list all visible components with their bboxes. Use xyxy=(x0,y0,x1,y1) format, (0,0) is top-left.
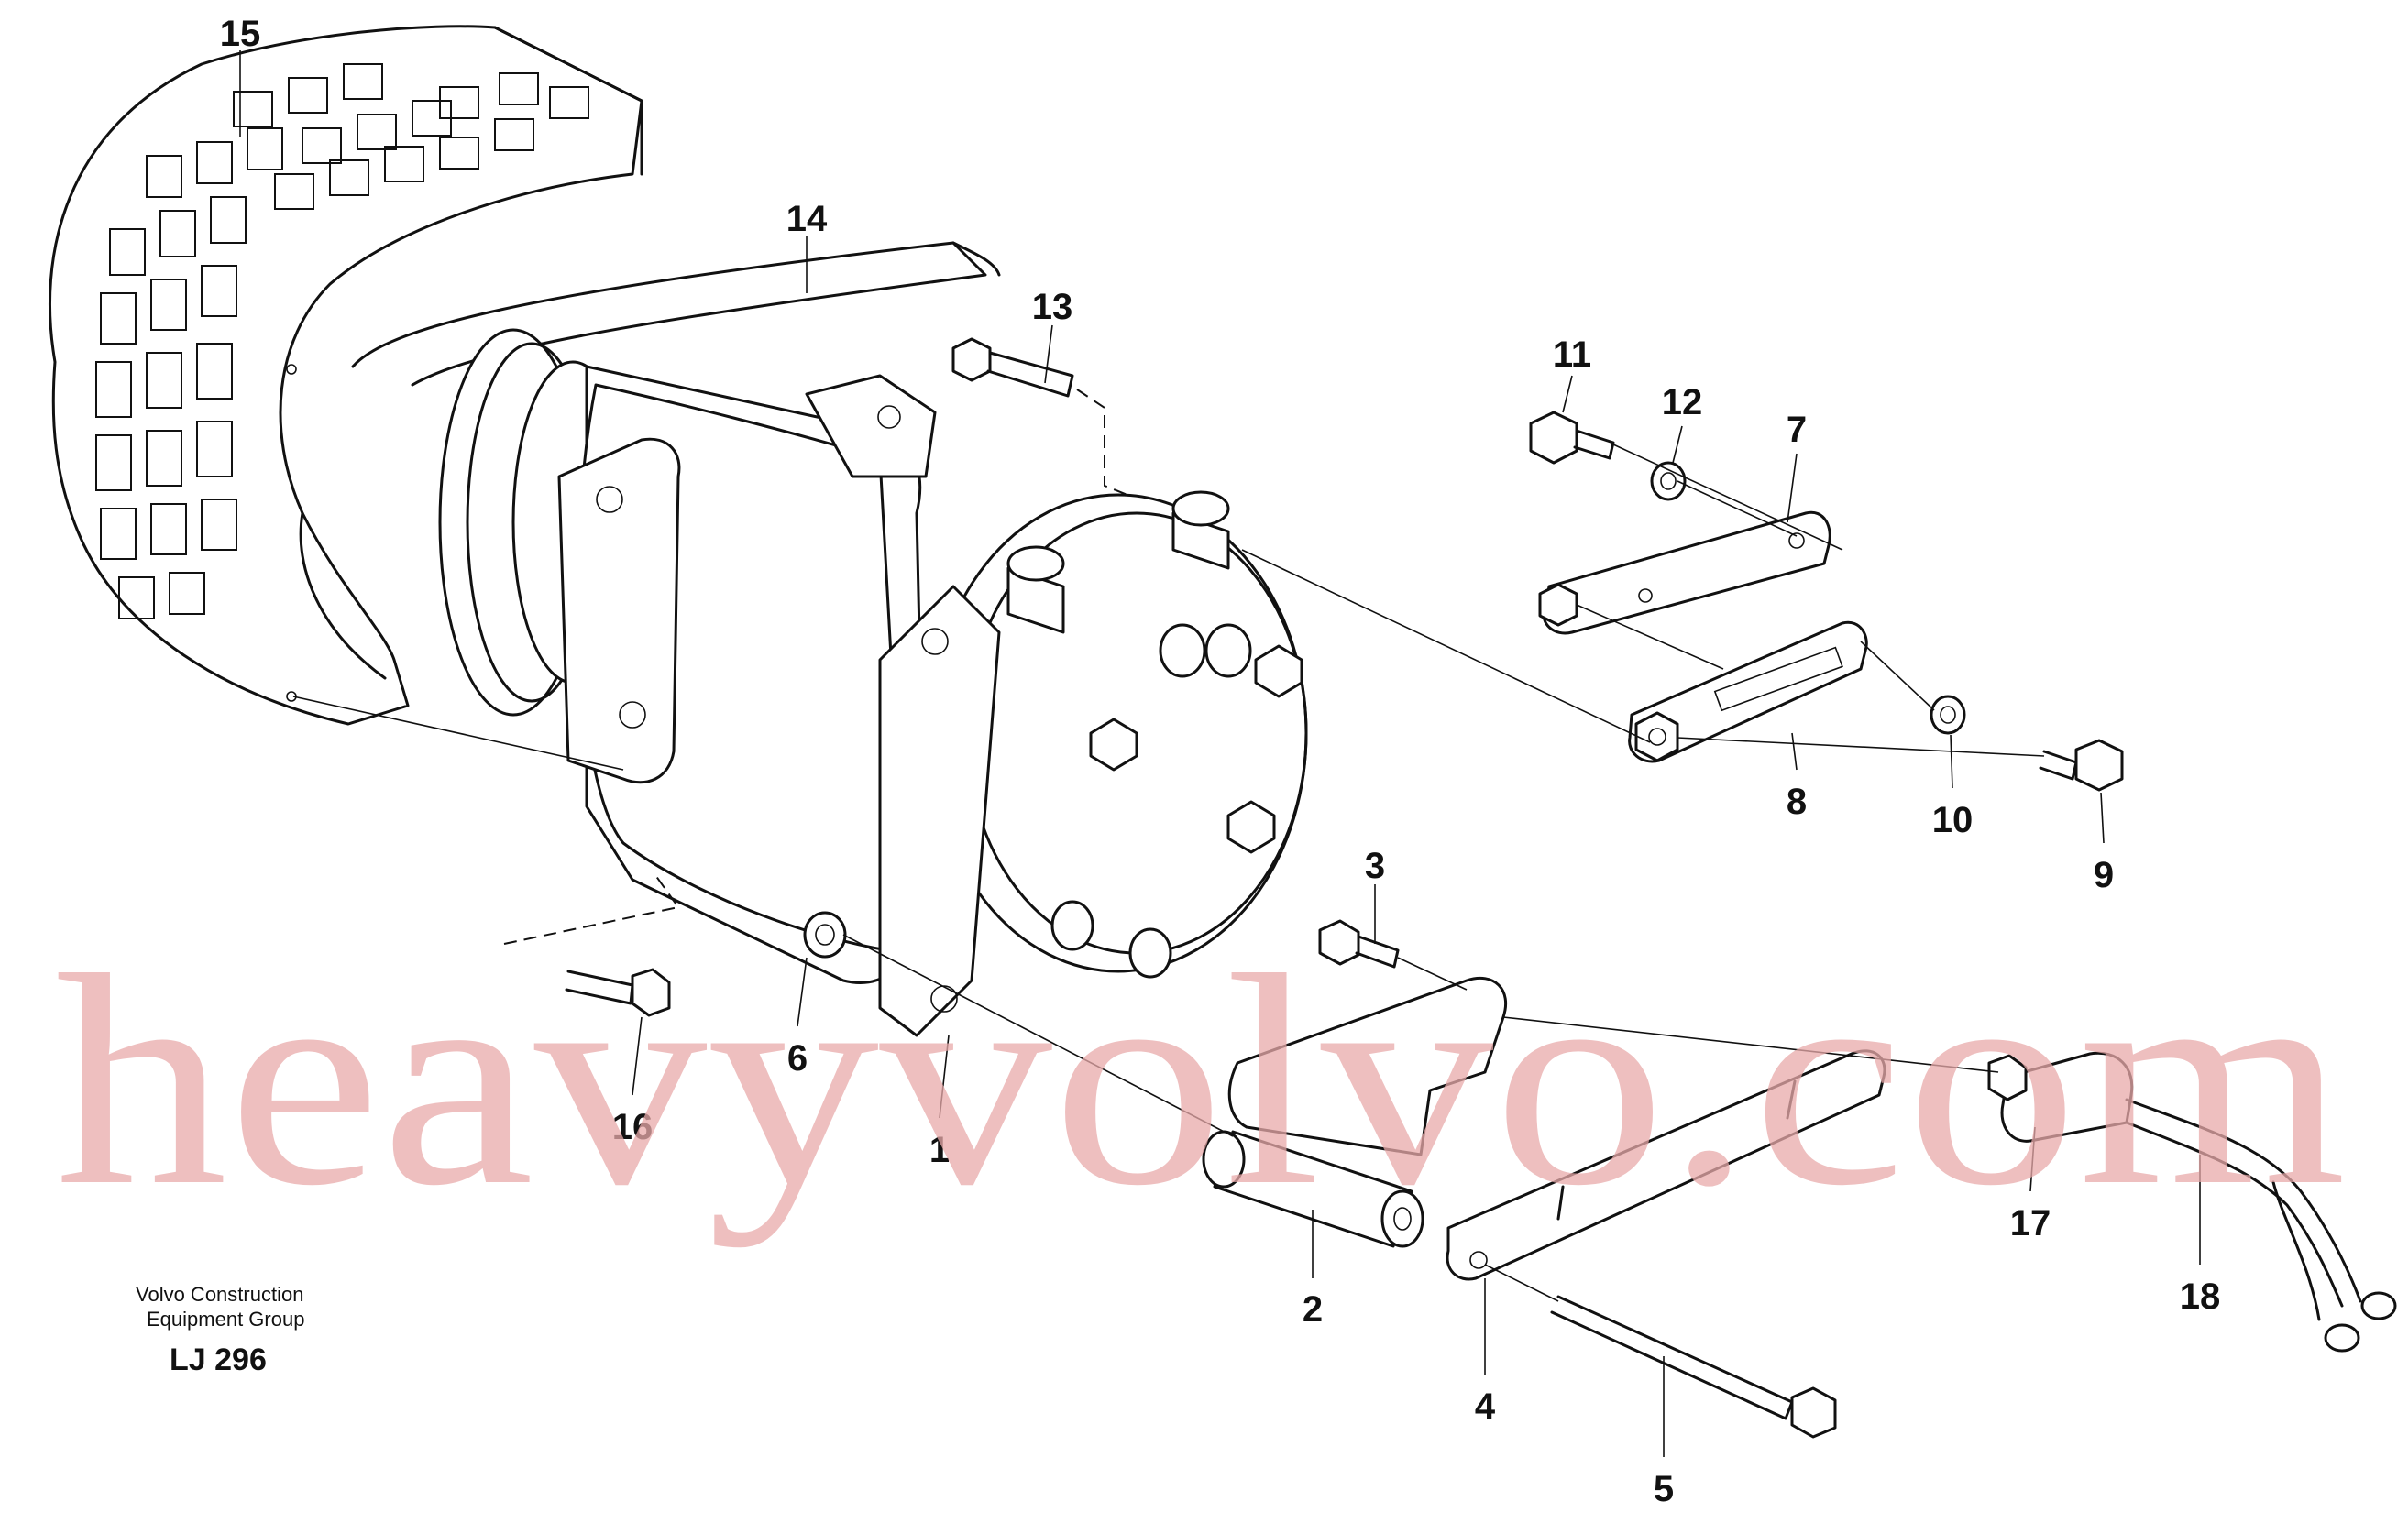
callout-16: 16 xyxy=(612,1107,654,1147)
pressure-switch xyxy=(1987,1051,2134,1143)
bolt-13 xyxy=(951,337,1128,496)
caption-line-2: Equipment Group xyxy=(147,1308,304,1331)
callout-labels: 15 14 13 11 12 7 8 10 9 3 6 1 16 2 4 5 1… xyxy=(220,14,2221,1509)
bolt-9 xyxy=(2039,739,2124,792)
bolt-3 xyxy=(1318,919,1400,969)
callout-10: 10 xyxy=(1932,800,1974,840)
callout-11: 11 xyxy=(1553,334,1591,375)
callout-6: 6 xyxy=(787,1038,808,1079)
bolt-16 xyxy=(503,874,680,1017)
callout-12: 12 xyxy=(1662,382,1703,422)
callout-5: 5 xyxy=(1654,1469,1674,1509)
ac-compressor xyxy=(438,328,1308,1037)
bolt-11 xyxy=(1529,411,1615,465)
assembly-lines xyxy=(292,444,2045,1302)
callout-2: 2 xyxy=(1303,1289,1323,1330)
washer-12 xyxy=(1650,461,1687,501)
bracket-8 xyxy=(1628,620,1868,763)
leader-lines xyxy=(239,50,2201,1457)
belt-guard xyxy=(48,25,643,726)
callout-9: 9 xyxy=(2094,855,2114,895)
washer-6 xyxy=(803,911,847,959)
callout-7: 7 xyxy=(1787,410,1807,450)
callout-15: 15 xyxy=(220,14,261,54)
callout-4: 4 xyxy=(1475,1386,1496,1427)
callout-1: 1 xyxy=(929,1130,950,1170)
mounting-bracket xyxy=(1227,976,1508,1156)
spacer-2 xyxy=(1202,1130,1424,1248)
callout-14: 14 xyxy=(786,199,828,239)
drive-belt xyxy=(351,241,1001,387)
callout-17: 17 xyxy=(2010,1203,2051,1244)
washer-10 xyxy=(1930,695,1966,735)
watermark: heavyvolvo.com xyxy=(55,914,2347,1248)
bolt-5 xyxy=(1550,1295,1837,1439)
callout-3: 3 xyxy=(1365,846,1385,886)
callout-8: 8 xyxy=(1787,782,1807,822)
caption-line-1: Volvo Construction xyxy=(136,1283,303,1306)
cable-harness xyxy=(2125,1098,2397,1353)
caption-code: LJ 296 xyxy=(170,1342,267,1377)
callout-13: 13 xyxy=(1032,287,1073,327)
bracket-7 xyxy=(1538,510,1831,635)
callout-18: 18 xyxy=(2180,1276,2221,1317)
caption-block: Volvo Construction Equipment Group LJ 29… xyxy=(136,1283,304,1377)
support-strut-4 xyxy=(1446,1049,1886,1281)
